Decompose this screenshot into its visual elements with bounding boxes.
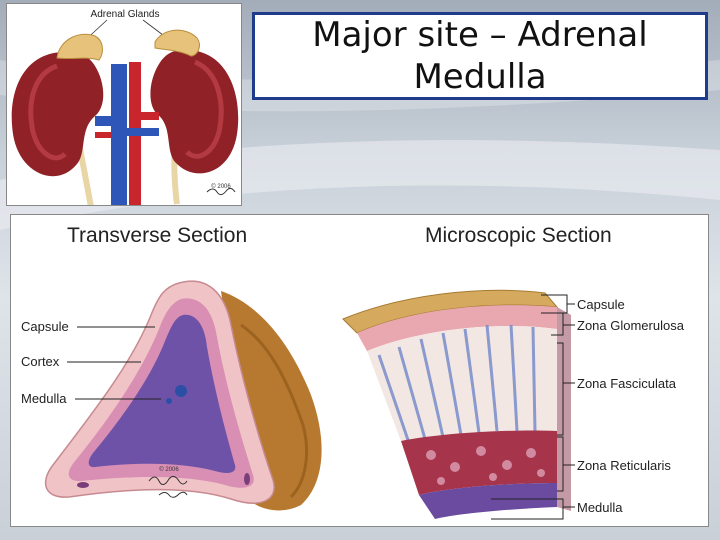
adrenal-section-figure: Transverse Section Microscopic Section C… xyxy=(10,214,709,527)
microscopic-heading: Microscopic Section xyxy=(425,224,612,247)
kidney-illustration: Adrenal Glands © 2006 xyxy=(6,3,242,206)
micro-label-capsule: Capsule xyxy=(577,297,625,312)
title-box: Major site – Adrenal Medulla xyxy=(252,12,708,100)
transverse-label-medulla: Medulla xyxy=(21,391,67,406)
adrenal-glands-label: Adrenal Glands xyxy=(91,9,160,20)
section-svg: Transverse Section Microscopic Section C… xyxy=(21,224,685,520)
transverse-heading: Transverse Section xyxy=(67,224,247,247)
transverse-label-cortex: Cortex xyxy=(21,354,60,369)
section-copyright: © 2006 xyxy=(159,466,179,473)
section-signature xyxy=(148,475,188,485)
micro-label-zona-fasciculata: Zona Fasciculata xyxy=(577,376,677,391)
kidney-copyright: © 2006 xyxy=(211,183,231,190)
micro-label-zona-glomerulosa: Zona Glomerulosa xyxy=(577,318,685,333)
slide-title: Major site – Adrenal Medulla xyxy=(312,15,648,97)
micro-label-zona-reticularis: Zona Reticularis xyxy=(577,458,671,473)
transverse-label-capsule: Capsule xyxy=(21,319,69,334)
micro-label-medulla: Medulla xyxy=(577,500,623,515)
kidney-signature xyxy=(206,187,236,196)
kidney-svg: Adrenal Glands © 2006 xyxy=(11,9,239,205)
